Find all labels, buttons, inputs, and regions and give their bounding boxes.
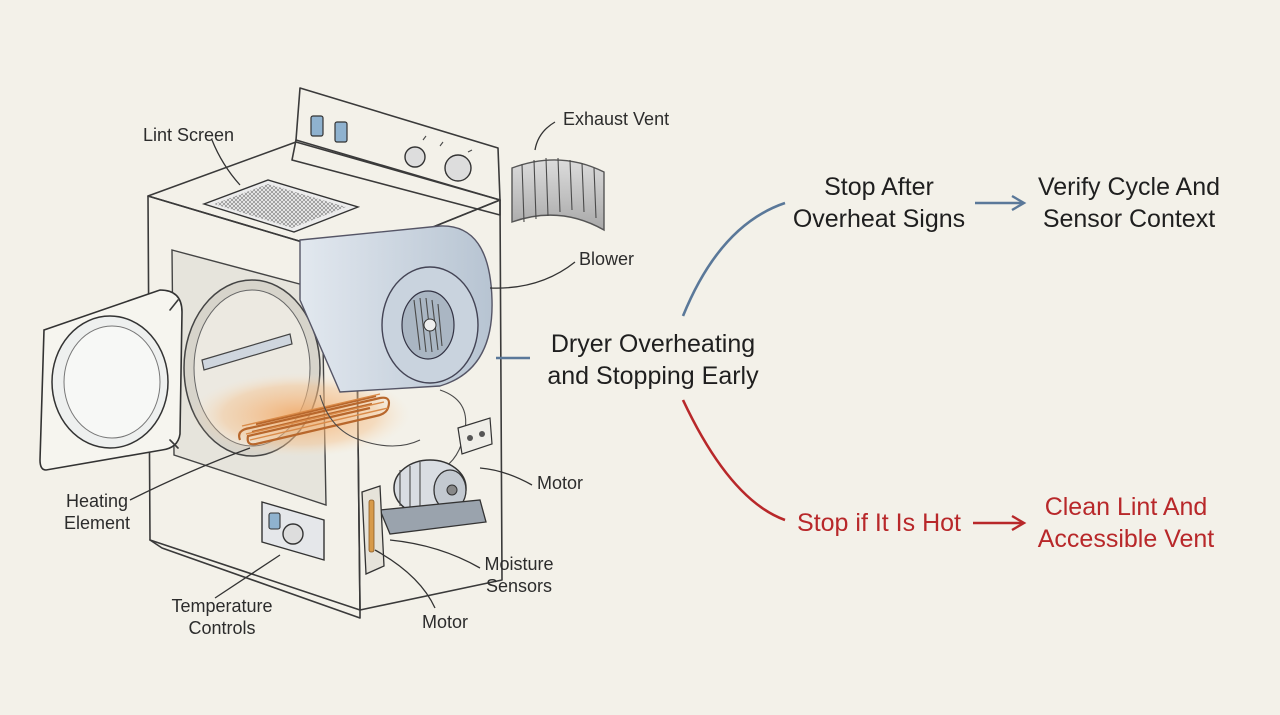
label-moisture-sensors-line2: Sensors [486,576,552,596]
label-heating-element-line1: Heating [66,491,128,511]
label-exhaust-vent: Exhaust Vent [563,109,669,129]
temperature-control-icon [261,501,325,561]
label-lint-screen: Lint Screen [143,125,234,145]
label-blower: Blower [579,249,634,269]
part-labels: Lint Screen Exhaust Vent Blower Motor He… [64,109,669,638]
lower-step: Stop if It Is Hot [797,509,961,537]
label-moisture-sensors-line1: Moisture [484,554,553,574]
upper-step-line1: Stop After [824,173,934,201]
upper-result-line1: Verify Cycle And [1038,173,1220,201]
lower-arrowhead-icon [1011,514,1027,532]
lower-result-line1: Clean Lint And [1045,493,1208,521]
label-heating-element-line2: Element [64,513,130,533]
center-node-line2: and Stopping Early [547,362,759,390]
lower-result-line2: Accessible Vent [1038,525,1215,553]
dryer-illustration [39,87,605,619]
lint-screen-icon [201,179,361,233]
moisture-sensor-icon [361,485,385,575]
console-knob-icon [444,154,472,182]
label-motor-bottom: Motor [422,612,468,632]
upper-branch-curve [681,201,786,317]
upper-result-line2: Sensor Context [1043,205,1215,233]
console-knob-icon [404,146,426,168]
part-leaders [129,121,576,609]
exhaust-duct [511,157,605,232]
control-console [291,87,501,216]
troubleshooting-flow: Dryer Overheating and Stopping Early Sto… [496,173,1220,553]
upper-step-line2: Overheat Signs [793,205,965,233]
thermostat-icon [457,417,493,455]
label-motor-right: Motor [537,473,583,493]
console-switch-icon [334,121,348,143]
motor-icon [379,459,487,535]
heating-element-icon [190,373,410,457]
label-temperature-controls-line2: Controls [188,618,255,638]
lower-branch-curve [681,399,786,522]
console-switch-icon [310,115,324,137]
blower-icon [299,225,493,393]
dryer-door-icon [39,289,183,471]
upper-arrowhead-icon [1011,194,1027,212]
center-node-line1: Dryer Overheating [551,330,755,358]
label-temperature-controls-line1: Temperature [171,596,272,616]
